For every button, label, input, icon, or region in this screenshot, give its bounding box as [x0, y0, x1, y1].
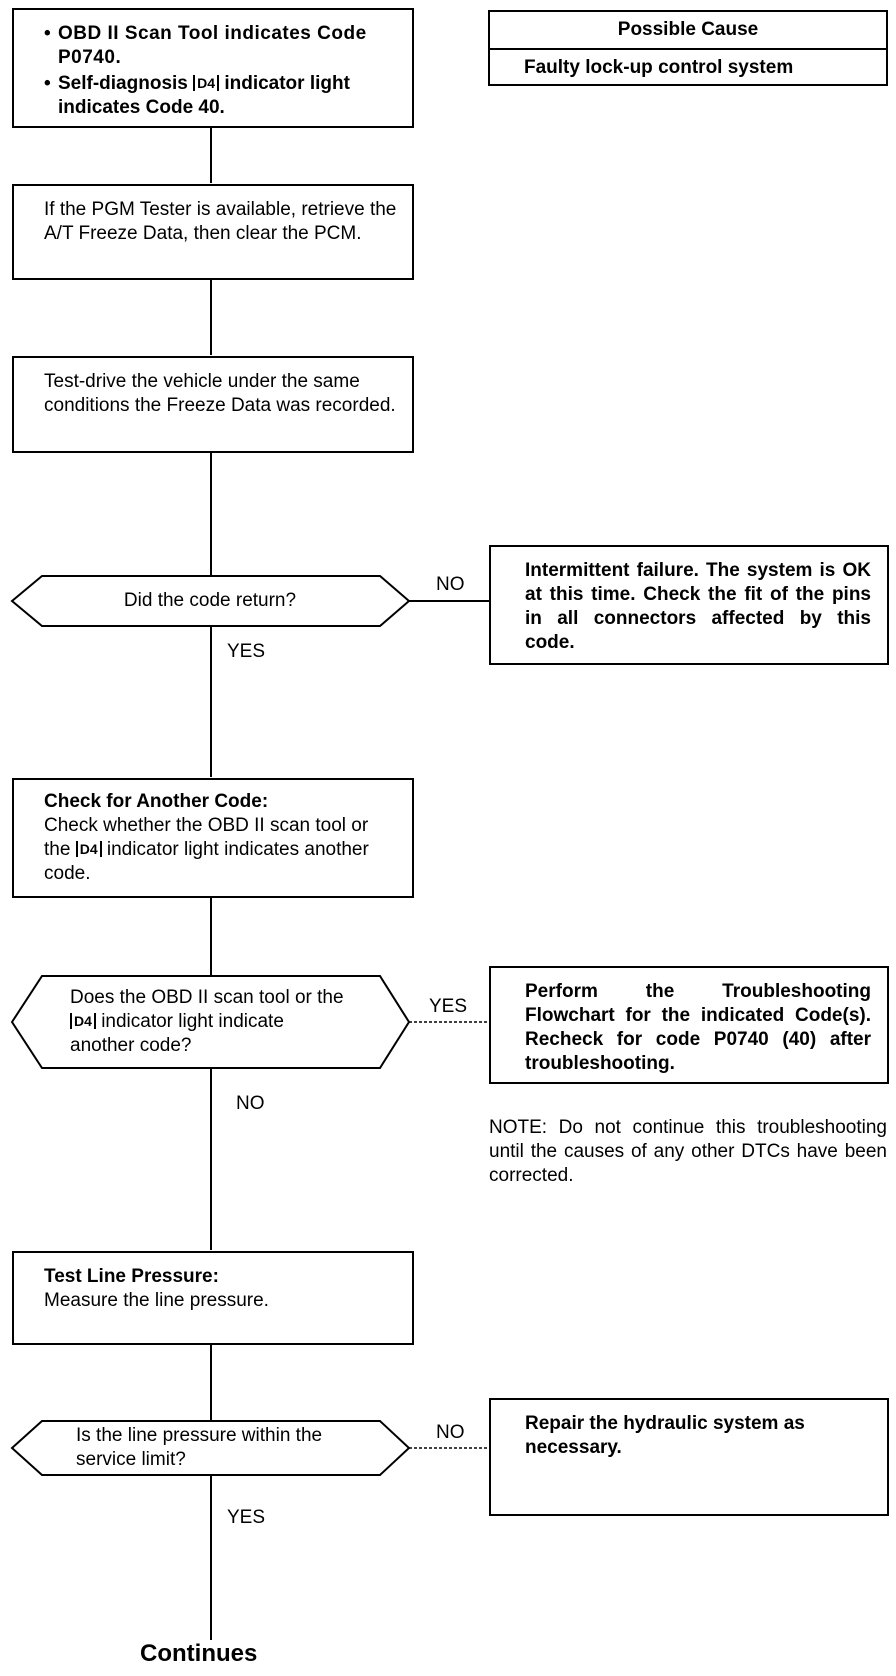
- d4-indicator-icon: D4: [70, 1013, 96, 1029]
- decision-shape: [10, 1420, 411, 1476]
- start-box: OBD II Scan Tool indicates Code P0740. S…: [12, 8, 414, 128]
- start-item: OBD II Scan Tool indicates Code P0740.: [44, 22, 398, 70]
- step-another-code: Check for Another Code: Check whether th…: [12, 778, 414, 898]
- possible-cause-table: Possible Cause Faulty lock-up control sy…: [488, 10, 888, 86]
- note-text: NOTE: Do not continue this troubleshooti…: [489, 1117, 887, 1186]
- step-test-drive: Test-drive the vehicle under the same co…: [12, 356, 414, 453]
- yes-label: YES: [227, 641, 266, 662]
- step-body: Measure the line pressure.: [44, 1290, 269, 1311]
- yes-label: YES: [227, 1507, 266, 1528]
- d4-indicator-icon: D4: [75, 841, 102, 857]
- d4-indicator-icon: D4: [193, 75, 220, 91]
- possible-cause-value: Faulty lock-up control system: [524, 57, 794, 78]
- result-repair-hydraulic: Repair the hydraulic system as necessary…: [489, 1398, 889, 1516]
- decision-line-pressure-label: Is the line pressure within the service …: [76, 1425, 323, 1470]
- result-perform-troubleshooting: Perform the Troubleshooting Flowchart fo…: [489, 966, 889, 1084]
- decision-shape: [10, 575, 411, 627]
- step-title: Test Line Pressure:: [44, 1266, 219, 1287]
- start-item: Self-diagnosis D4 indicator light indica…: [44, 72, 398, 120]
- step-title: Check for Another Code:: [44, 791, 269, 812]
- yes-label: YES: [429, 996, 468, 1017]
- step-body: Check whether the OBD II scan tool or th…: [44, 815, 369, 884]
- no-label: NO: [436, 1422, 465, 1443]
- no-label: NO: [236, 1093, 265, 1114]
- no-label: NO: [436, 574, 465, 595]
- decision-shape: [10, 975, 411, 1069]
- continues-label: Continues: [140, 1640, 258, 1667]
- decision-code-return-label: Did the code return?: [123, 590, 297, 611]
- result-intermittent-failure: Intermittent failure. The system is OK a…: [489, 545, 889, 665]
- decision-another-code-label: Does the OBD II scan tool or the D4 indi…: [70, 987, 344, 1056]
- step-pgm-tester: If the PGM Tester is available, retrieve…: [12, 184, 414, 280]
- step-line-pressure: Test Line Pressure: Measure the line pre…: [12, 1251, 414, 1345]
- possible-cause-header: Possible Cause: [490, 12, 886, 50]
